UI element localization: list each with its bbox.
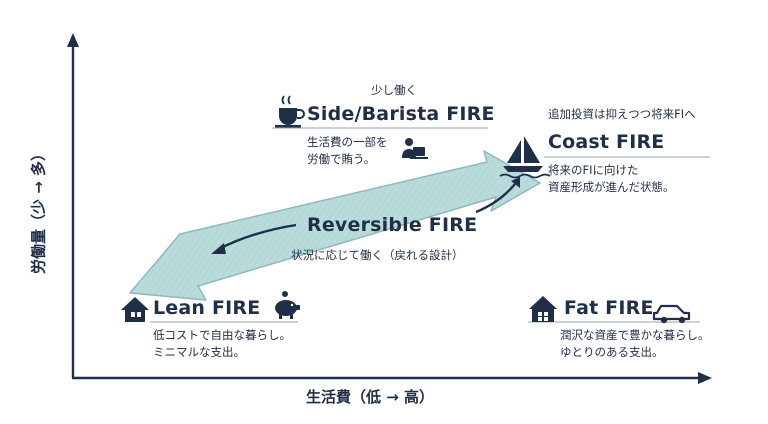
large-house-icon [529, 296, 557, 322]
car-icon [652, 304, 691, 324]
arrow-to-lean [218, 223, 297, 251]
coast-title: Coast FIRE [548, 131, 665, 153]
piggy-bank-icon [275, 291, 300, 319]
x-axis-arrowhead [698, 372, 712, 384]
reversible-description: 状況に応じて働く（戻れる設計） [291, 248, 464, 262]
fat-description: 潤沢な資産で豊かな暮らし。 ゆとりのある支出。 [560, 328, 710, 359]
laptop-worker-icon [402, 138, 428, 159]
y-axis-label: 労働量（少 → 多） [29, 145, 48, 275]
lean-title: Lean FIRE [153, 297, 261, 319]
coffee-cup-icon [275, 95, 305, 128]
arrow-to-coast [475, 183, 516, 214]
lean-description: 低コストで自由な暮らし。 ミニマルな支出。 [153, 328, 291, 359]
sailboat-icon [499, 136, 551, 179]
side-caption: 少し働く [371, 83, 417, 97]
house-icon [121, 297, 149, 322]
arrow-to-lean-head [211, 243, 226, 254]
reversible-title: Reversible FIRE [307, 214, 478, 236]
y-axis-arrowhead [67, 33, 79, 47]
side-title: Side/Barista FIRE [307, 103, 495, 125]
coast-description: 将来のFIに向けた 資産形成が進んだ状態。 [548, 163, 675, 194]
side-description: 生活費の一部を 労働で賄う。 [307, 135, 388, 166]
coast-caption: 追加投資は抑えつつ将来FIへ [548, 107, 696, 121]
reversible-band [129, 150, 541, 301]
x-axis-label: 生活費（低 → 高） [306, 388, 435, 406]
arrow-to-coast-head [511, 177, 520, 188]
fat-title: Fat FIRE [564, 297, 654, 319]
